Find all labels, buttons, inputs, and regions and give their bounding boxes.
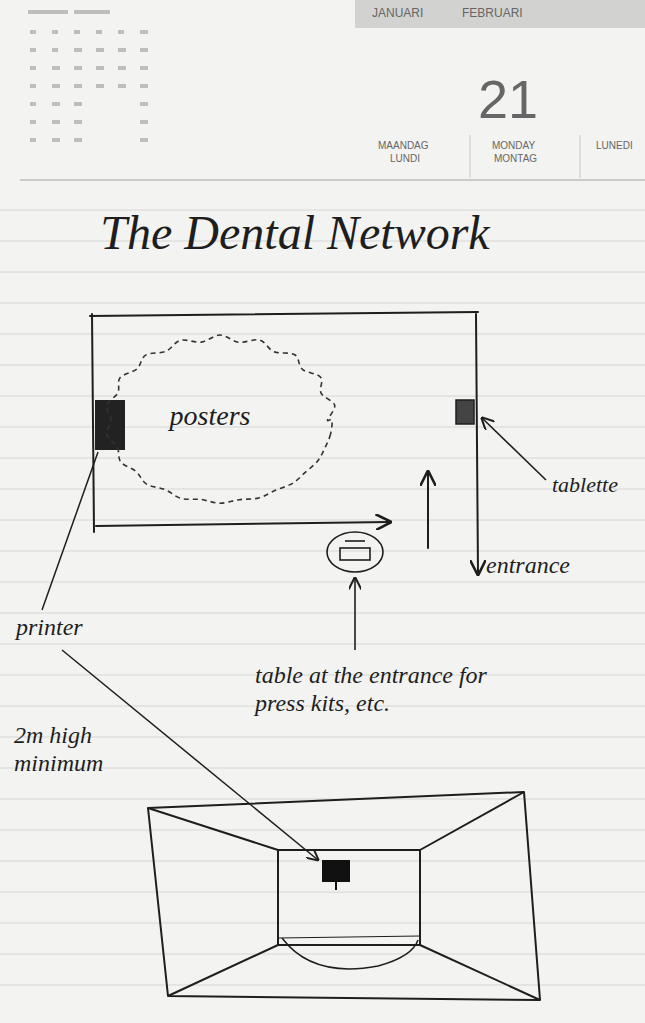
- leader-line: [354, 578, 356, 650]
- month-name: JANUARI: [372, 7, 423, 21]
- month-name: FEBRUARI: [462, 7, 523, 21]
- header-rule: [20, 179, 645, 181]
- leader-line: [482, 418, 546, 480]
- tablette-symbol: [456, 400, 474, 424]
- area-label: posters: [170, 400, 251, 432]
- leader-line: [42, 452, 98, 610]
- poster-area: posters: [100, 330, 340, 510]
- height-note: 2m high minimum: [14, 722, 139, 777]
- weekday-name: MONDAY: [492, 140, 535, 152]
- tablette-label: tablette: [552, 472, 618, 497]
- month-band: [355, 0, 645, 28]
- printer-symbol: [322, 860, 350, 882]
- printer-label: printer: [16, 614, 83, 642]
- table-note: table at the entrance for press kits, et…: [255, 662, 495, 717]
- weekday-name: LUNDI: [390, 153, 420, 165]
- mini-calendar: [28, 10, 148, 142]
- table-symbol: [327, 532, 383, 572]
- weekday-name: LUNEDI: [596, 140, 633, 152]
- floor-plan: [90, 312, 478, 574]
- day-divider: [470, 135, 471, 178]
- day-divider: [580, 135, 581, 178]
- ruled-lines: [0, 210, 645, 985]
- weekday-name: MONTAG: [494, 153, 537, 165]
- perspective-sketch: [148, 792, 540, 1000]
- printer-symbol: [335, 882, 337, 890]
- weekday-name: MAANDAG: [378, 140, 429, 152]
- title: The Dental Network: [100, 205, 489, 260]
- cloud-outline: [106, 335, 334, 503]
- entrance-label: entrance: [486, 552, 570, 580]
- printer-symbol: [95, 400, 125, 450]
- date-number: 21: [478, 68, 538, 130]
